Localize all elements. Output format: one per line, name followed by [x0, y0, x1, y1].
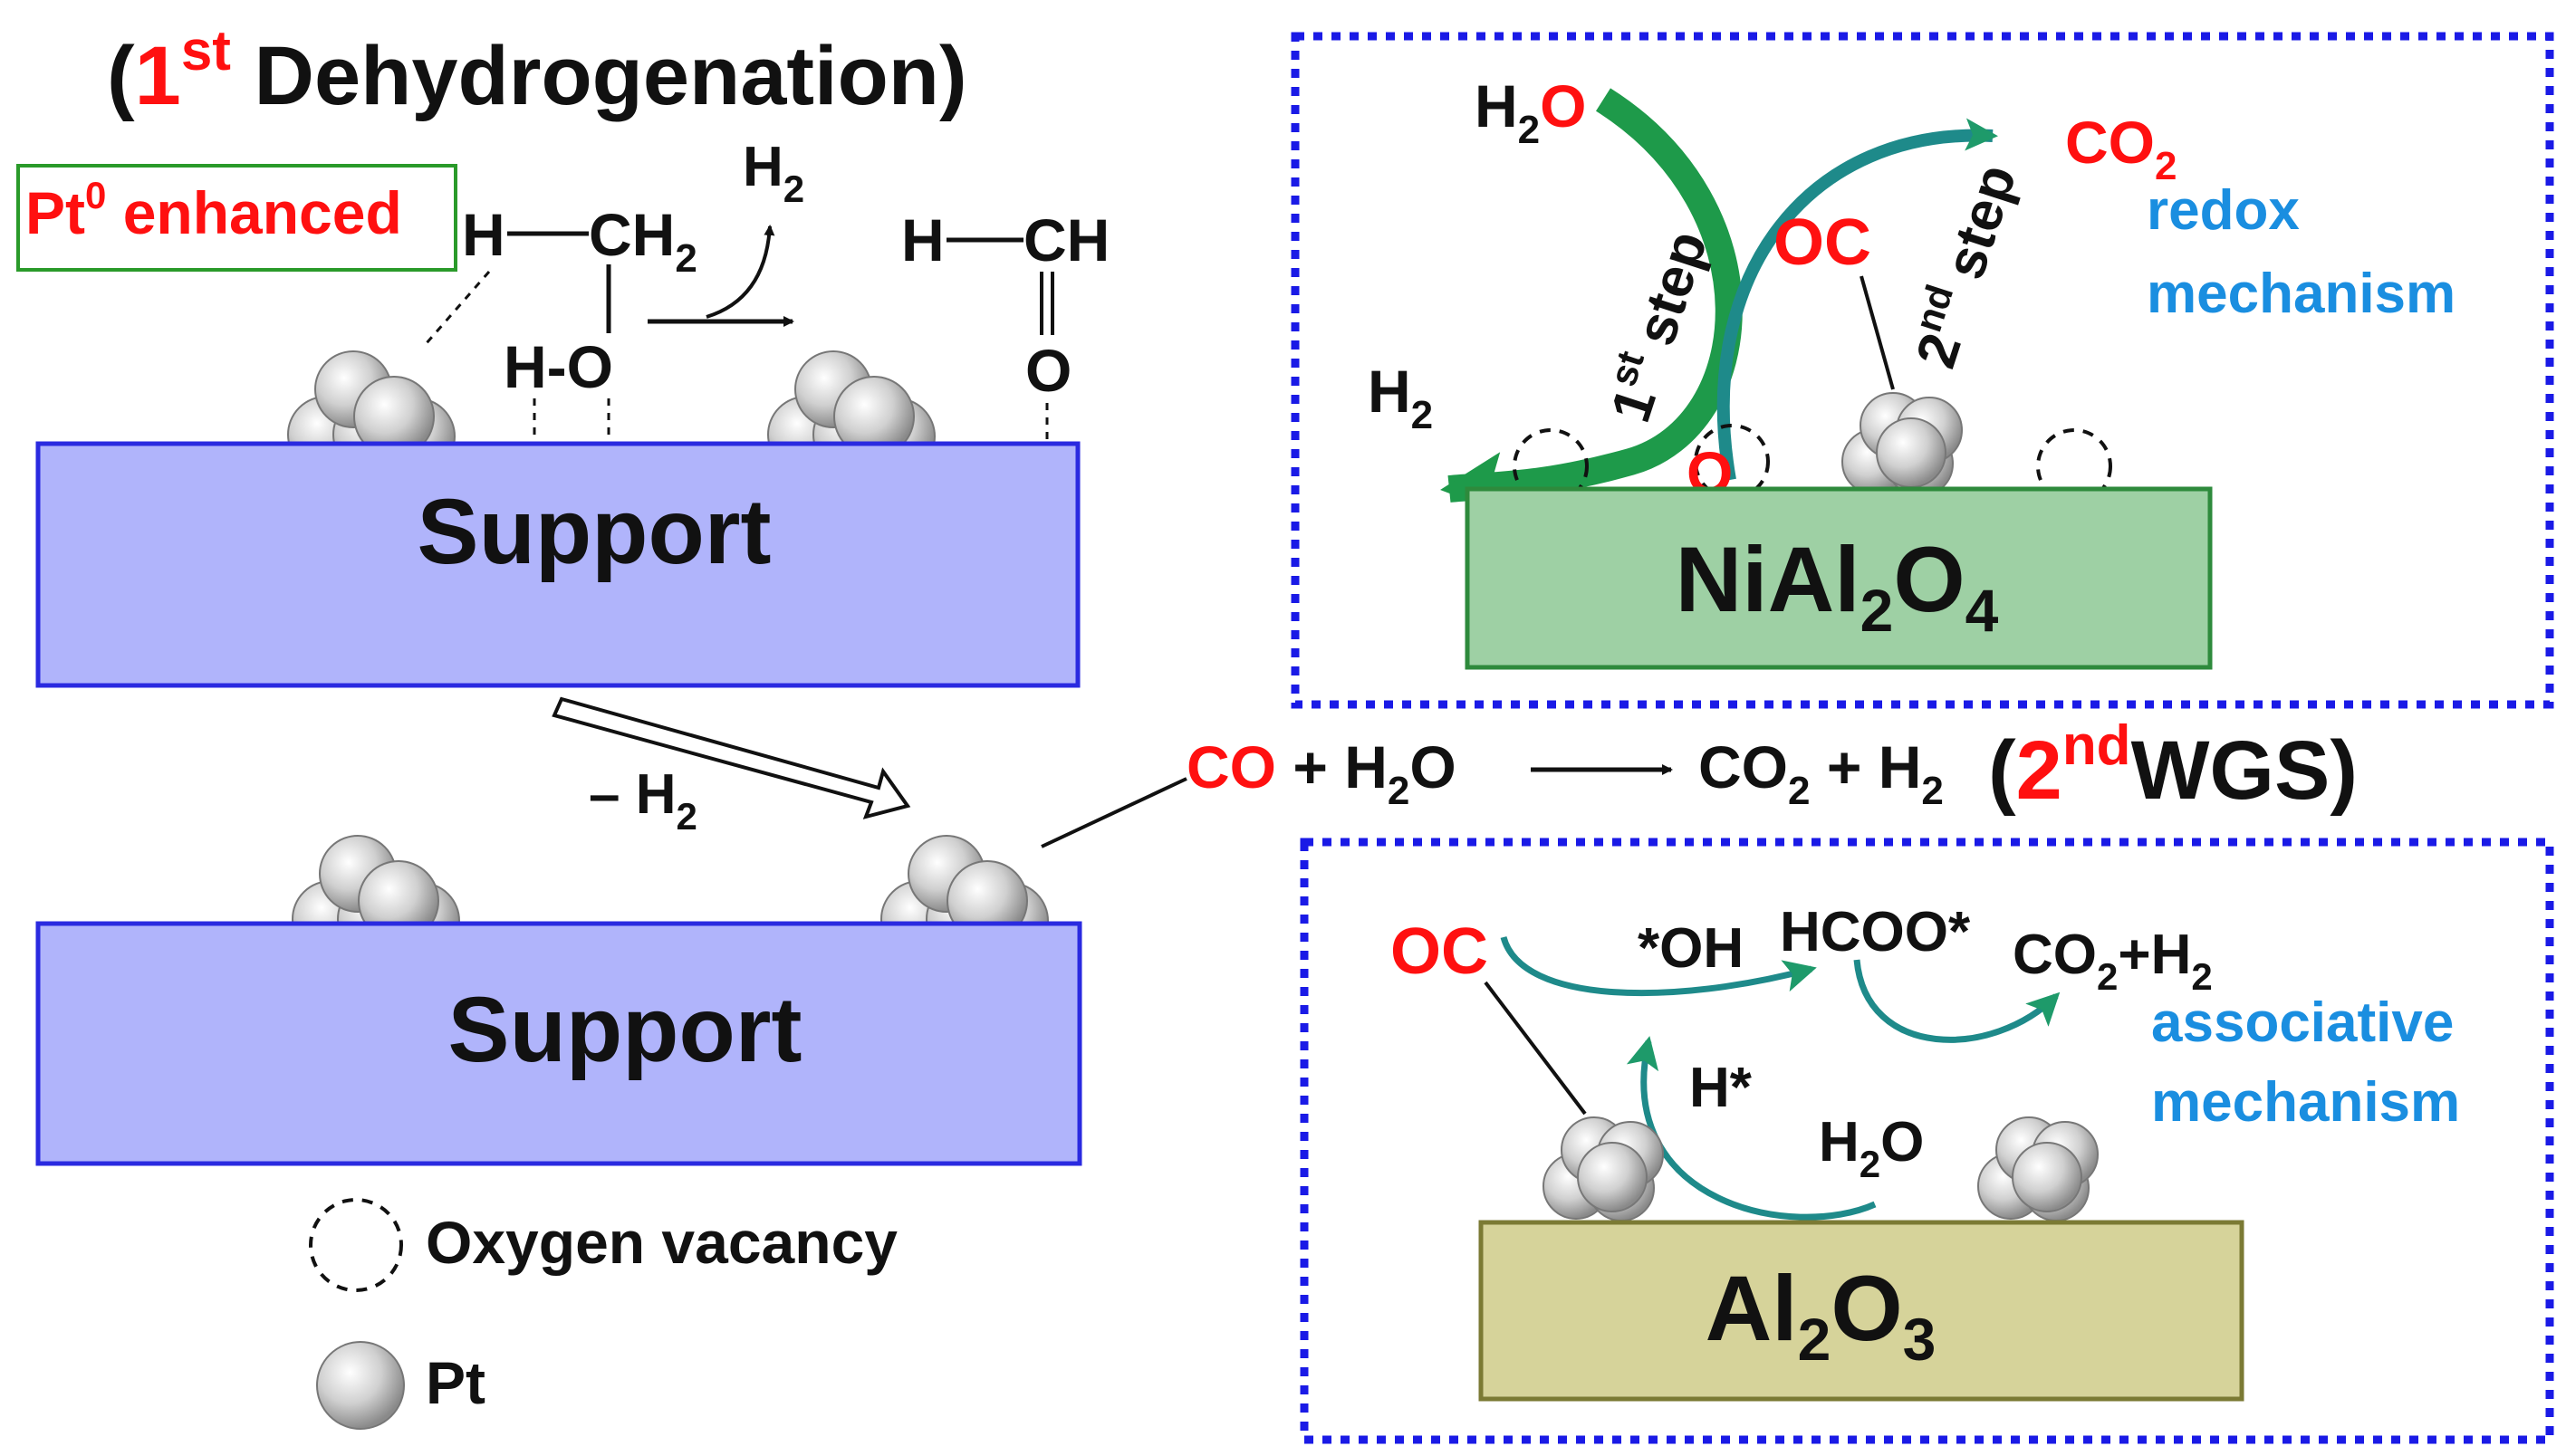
h-o-group: H-O: [504, 333, 613, 400]
associative-box: [1300, 838, 2554, 1444]
pt-legend-icon: [316, 1341, 405, 1430]
legend-pt-label: Pt: [426, 1349, 485, 1416]
redox-pt-cluster: [1841, 392, 1963, 497]
redox-h2o: H2O: [1475, 72, 1587, 152]
legend-vacancy-label: Oxygen vacancy: [426, 1209, 898, 1276]
assoc-hcoo: HCOO*: [1780, 901, 1971, 963]
first-step-arrow: [1440, 88, 1743, 515]
h2-released: H2: [743, 136, 804, 210]
support-bottom: [35, 921, 1082, 1166]
hollow-transition-arrow: [552, 696, 911, 819]
second-step-arrow: [1716, 118, 1998, 482]
oc-to-oh-arrow: [1500, 935, 1817, 997]
assoc-pt-cluster-2: [1977, 1116, 2099, 1221]
hch-h: H: [901, 206, 945, 273]
redox-oc-tether: [1860, 275, 1895, 390]
ch2-group: CH2: [589, 201, 697, 281]
hcoo-to-co2-arrow: [1853, 959, 2061, 1043]
assoc-label-2: mechanism: [2151, 1071, 2460, 1134]
support-bottom-label: Support: [448, 978, 802, 1081]
assoc-co2h2: CO2+H2: [2013, 924, 2213, 998]
redox-h2: H2: [1368, 358, 1433, 437]
support-top: [35, 441, 1081, 688]
support-top-label: Support: [418, 480, 772, 583]
oxygen-vacancy-icon: [309, 1198, 403, 1292]
nial2o4-label: NiAl2O4: [1676, 528, 1999, 644]
assoc-pt-cluster-1: [1542, 1116, 1664, 1221]
hch-o: O: [1025, 337, 1072, 404]
al2o3-label: Al2O3: [1706, 1257, 1937, 1373]
wgs-equation: CO + H2O: [1187, 733, 1456, 813]
assoc-oc: OC: [1390, 915, 1488, 988]
pt0-label: Pt0 enhanced: [25, 174, 402, 246]
redox-label-2: mechanism: [2147, 263, 2455, 325]
al2o3-substrate: [1478, 1220, 2244, 1402]
h-atom-left: H: [462, 201, 505, 268]
wgs-products: CO2 + H2: [1698, 733, 1944, 813]
redox-vacancy-3: [2036, 428, 2112, 504]
co-tether-line: [1041, 777, 1187, 848]
redox-vacancy-2: [1694, 424, 1770, 500]
minus-h2-label: – H2: [589, 763, 697, 838]
redox-co2: CO2: [2065, 109, 2177, 188]
dash-h-pt: [424, 271, 491, 345]
h2o-to-h-arrow: [1626, 1036, 1877, 1221]
nial2o4-substrate: [1465, 486, 2213, 670]
redox-vacancy-1: [1513, 428, 1589, 504]
assoc-oc-tether: [1484, 981, 1587, 1116]
assoc-hstar: H*: [1689, 1057, 1753, 1119]
wgs-title: (2ndWGS): [1988, 714, 2358, 817]
assoc-oh: *OH: [1638, 917, 1744, 980]
title: (1st Dehydrogenation): [107, 20, 967, 122]
assoc-label-1: associative: [2151, 991, 2454, 1054]
h2-release-arrow: [706, 225, 775, 319]
redox-oc: OC: [1773, 206, 1871, 279]
pt0-label-box: [16, 164, 457, 272]
second-step-label: 2nd step: [1897, 155, 2028, 375]
redox-label-1: redox: [2147, 179, 2300, 242]
hch-ch: CH: [1024, 206, 1110, 273]
assoc-h2o: H2O: [1819, 1111, 1924, 1185]
